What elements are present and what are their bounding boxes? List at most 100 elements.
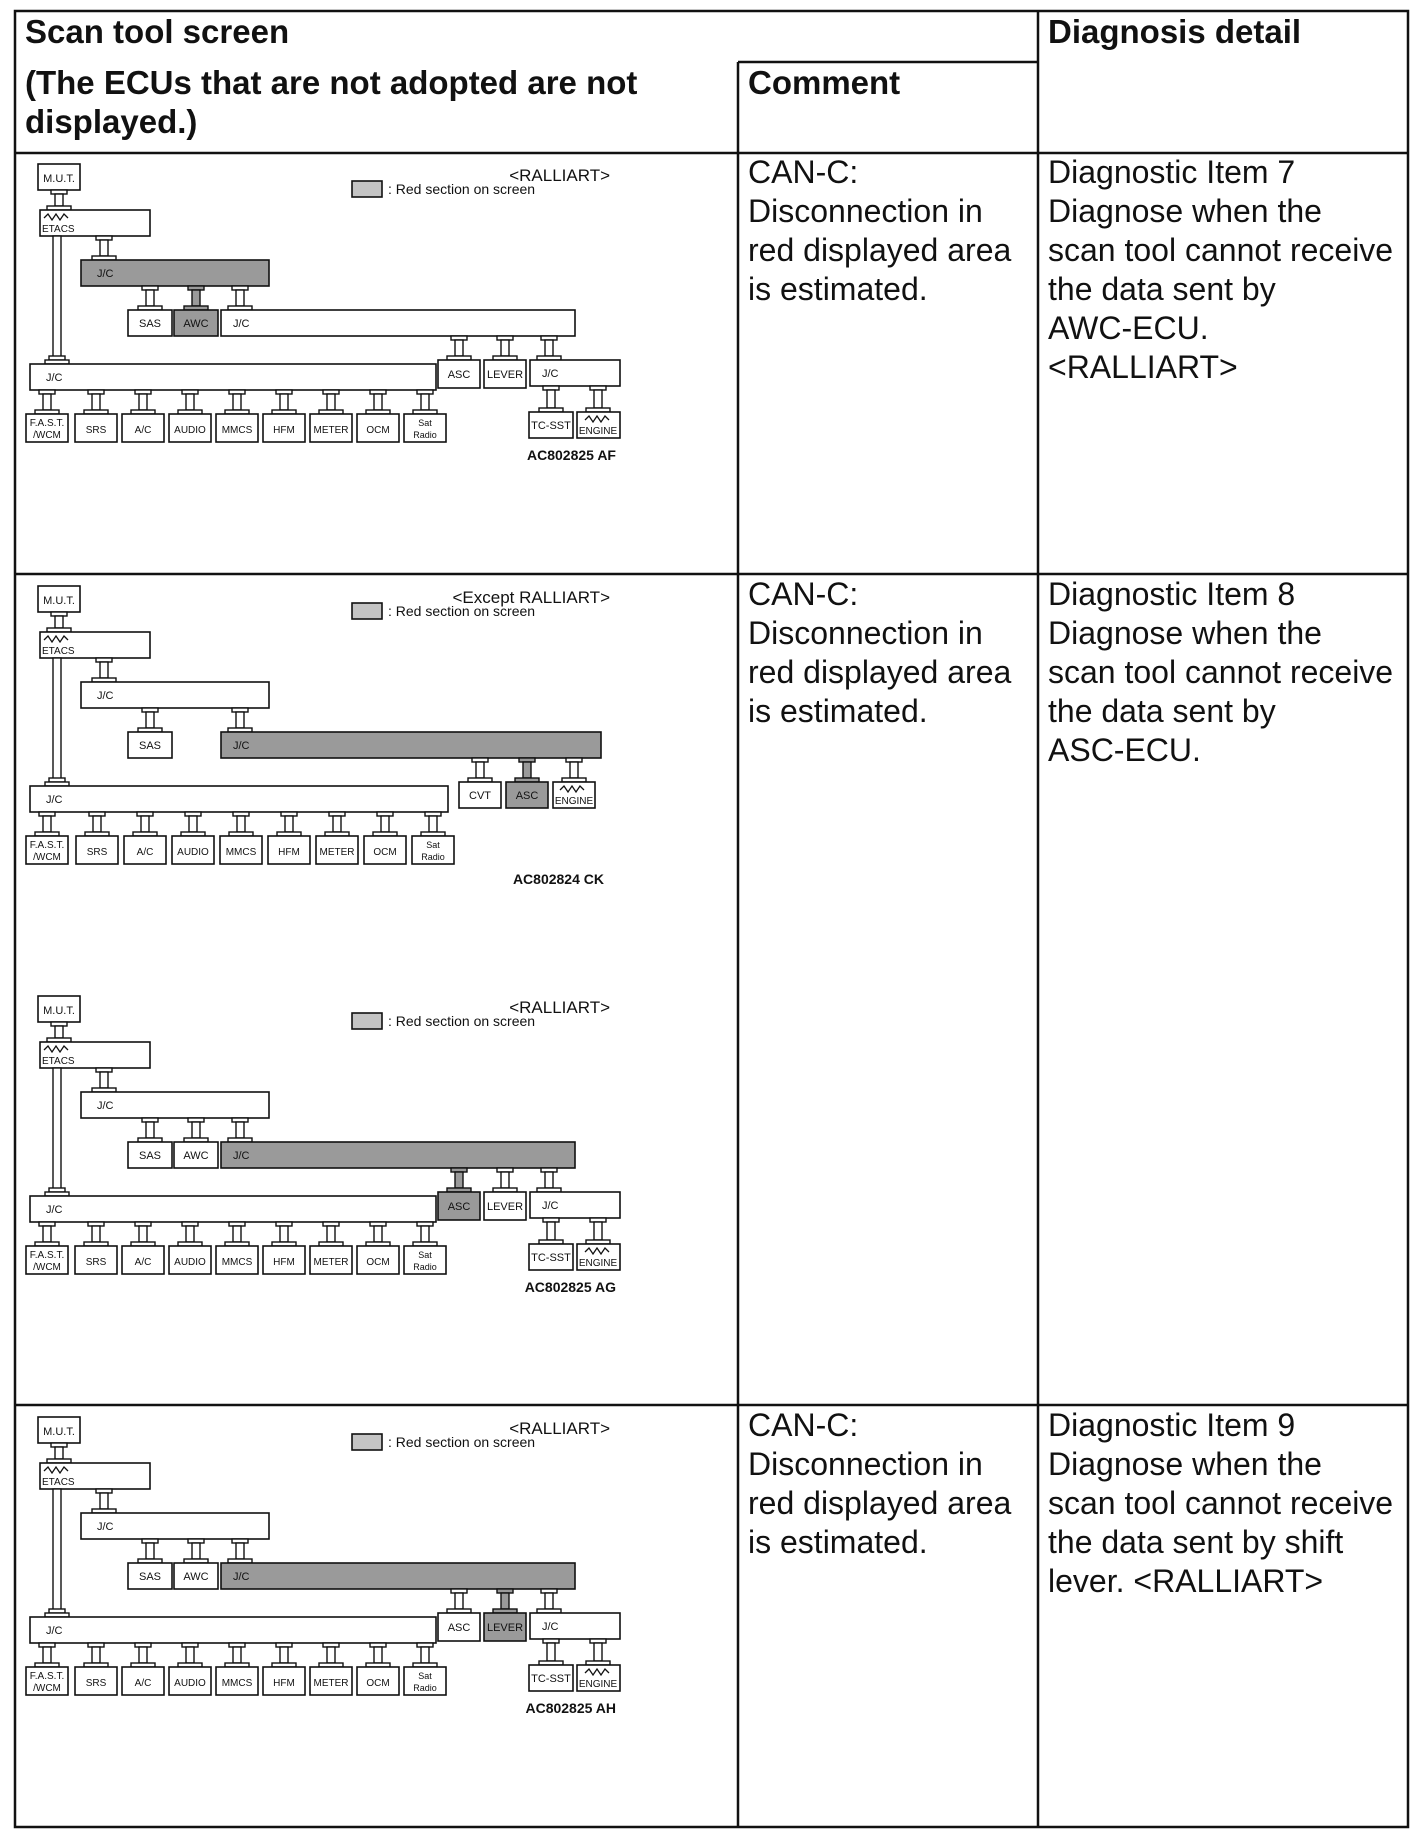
connector-part bbox=[185, 393, 195, 411]
ecu-sat-label-2: Radio bbox=[413, 1262, 437, 1272]
mut-connector bbox=[46, 611, 72, 633]
bus-connector-ac bbox=[130, 1221, 156, 1247]
variant-label: <RALLIART> bbox=[509, 998, 610, 1017]
ecu-meter-label: METER bbox=[320, 847, 355, 858]
sas-connector bbox=[137, 1117, 163, 1143]
awc-box-label: AWC bbox=[183, 318, 208, 330]
sas-connector bbox=[137, 1538, 163, 1564]
etacs-resistor-icon bbox=[43, 634, 69, 644]
cvt-box-label: CVT bbox=[469, 790, 491, 802]
connector-part bbox=[544, 1592, 554, 1610]
ecu-fast-label-1: F.A.S.T. bbox=[30, 1250, 64, 1261]
connector-part bbox=[92, 815, 102, 833]
engine-resistor-icon bbox=[584, 1246, 610, 1256]
connector-part bbox=[145, 1121, 155, 1139]
trunk-to-bus-connector bbox=[44, 355, 70, 365]
jc-mid-label: J/C bbox=[97, 268, 114, 280]
ecu-hfm-label: HFM bbox=[273, 1257, 295, 1268]
ecu-sat-label-2: Radio bbox=[413, 430, 437, 440]
jc-mid-label: J/C bbox=[97, 690, 114, 702]
connector-part bbox=[188, 815, 198, 833]
ecu-fast-label-2: /WCM bbox=[33, 1683, 61, 1694]
bus-connector-audio bbox=[177, 1221, 203, 1247]
engine-connector bbox=[585, 385, 611, 413]
jc-mid-label: J/C bbox=[97, 1100, 114, 1112]
lever-connector bbox=[492, 1167, 518, 1193]
ecu-srs-box bbox=[74, 413, 118, 443]
connector-part bbox=[544, 339, 554, 357]
engine-label: ENGINE bbox=[555, 796, 594, 807]
ecu-audio-box bbox=[171, 835, 215, 865]
connector-part bbox=[236, 815, 246, 833]
connector-part bbox=[279, 1646, 289, 1664]
ecu-ocm-label: OCM bbox=[366, 425, 389, 436]
connector-part bbox=[500, 1592, 510, 1610]
lever-box bbox=[483, 359, 527, 389]
awc-box bbox=[173, 1562, 219, 1590]
header-diagnosis-detail: Diagnosis detail bbox=[1048, 13, 1302, 50]
network-diagram-asc-ralliart: <RALLIART>: Red section on screenM.U.T.E… bbox=[25, 995, 621, 1295]
connector-part bbox=[232, 393, 242, 411]
engine-connector bbox=[561, 757, 587, 783]
mut-label: M.U.T. bbox=[43, 173, 75, 185]
connector-part bbox=[593, 1221, 603, 1241]
engine-box bbox=[576, 1664, 621, 1692]
legend-text: : Red section on screen bbox=[388, 181, 535, 197]
ecu-sat-label-2: Radio bbox=[421, 852, 445, 862]
etacs-box bbox=[39, 631, 151, 659]
connector-part bbox=[42, 1225, 52, 1243]
connector-part bbox=[546, 1642, 556, 1662]
lever-connector bbox=[492, 1588, 518, 1614]
connector-part bbox=[326, 1646, 336, 1664]
ecu-ocm-label: OCM bbox=[366, 1257, 389, 1268]
connector-part bbox=[420, 1225, 430, 1243]
variant-label: <Except RALLIART> bbox=[453, 588, 611, 607]
ecu-mmcs-box bbox=[215, 1666, 259, 1696]
ecu-meter-label: METER bbox=[314, 425, 349, 436]
jc-mid-box bbox=[80, 681, 270, 709]
bus-connector-ac bbox=[130, 389, 156, 415]
asc-box-label: ASC bbox=[448, 1622, 471, 1634]
ecu-fast-label-2: /WCM bbox=[33, 852, 61, 863]
etacs-resistor-icon bbox=[43, 1465, 69, 1475]
connector-part bbox=[185, 1225, 195, 1243]
jc-rr-label: J/C bbox=[542, 1200, 559, 1212]
mut-box bbox=[37, 163, 81, 191]
connector-part bbox=[91, 393, 101, 411]
tcsst-connector bbox=[538, 1217, 564, 1245]
etacs-label: ETACS bbox=[42, 1477, 75, 1488]
ecu-hfm-box bbox=[262, 1245, 306, 1275]
asc-box bbox=[505, 781, 549, 809]
ecu-srs-box bbox=[74, 1245, 118, 1275]
jc-right-box bbox=[220, 1141, 576, 1169]
engine-connector bbox=[585, 1217, 611, 1245]
ecu-ac-label: A/C bbox=[135, 425, 152, 436]
jc-rr-connector bbox=[536, 1167, 562, 1193]
jc-bus-label: J/C bbox=[46, 372, 63, 384]
ecu-hfm-label: HFM bbox=[273, 425, 295, 436]
bus-connector-ocm bbox=[365, 1642, 391, 1668]
bus-connector-sat bbox=[412, 1642, 438, 1668]
awc-connector bbox=[183, 285, 209, 311]
etacs-resistor-icon bbox=[43, 212, 69, 222]
connector-part bbox=[191, 1121, 201, 1139]
connector-part bbox=[54, 1446, 64, 1460]
ecu-ac-box bbox=[121, 413, 165, 443]
connector-part bbox=[138, 393, 148, 411]
engine-box bbox=[576, 411, 621, 439]
etacs-resistor-icon bbox=[43, 1044, 69, 1054]
connector-part bbox=[91, 1646, 101, 1664]
engine-label: ENGINE bbox=[579, 1258, 618, 1269]
ecu-fast-box bbox=[25, 835, 69, 865]
ecu-hfm-box bbox=[267, 835, 311, 865]
connector-part bbox=[500, 1171, 510, 1189]
ecu-srs-box bbox=[75, 835, 119, 865]
connector-part bbox=[546, 1221, 556, 1241]
awc-box-label: AWC bbox=[183, 1150, 208, 1162]
jc-rr-label: J/C bbox=[542, 1621, 559, 1633]
bus-connector-mmcs bbox=[228, 811, 254, 837]
engine-connector bbox=[585, 1638, 611, 1666]
tcsst-connector bbox=[538, 385, 564, 413]
connector-part bbox=[54, 1025, 64, 1039]
